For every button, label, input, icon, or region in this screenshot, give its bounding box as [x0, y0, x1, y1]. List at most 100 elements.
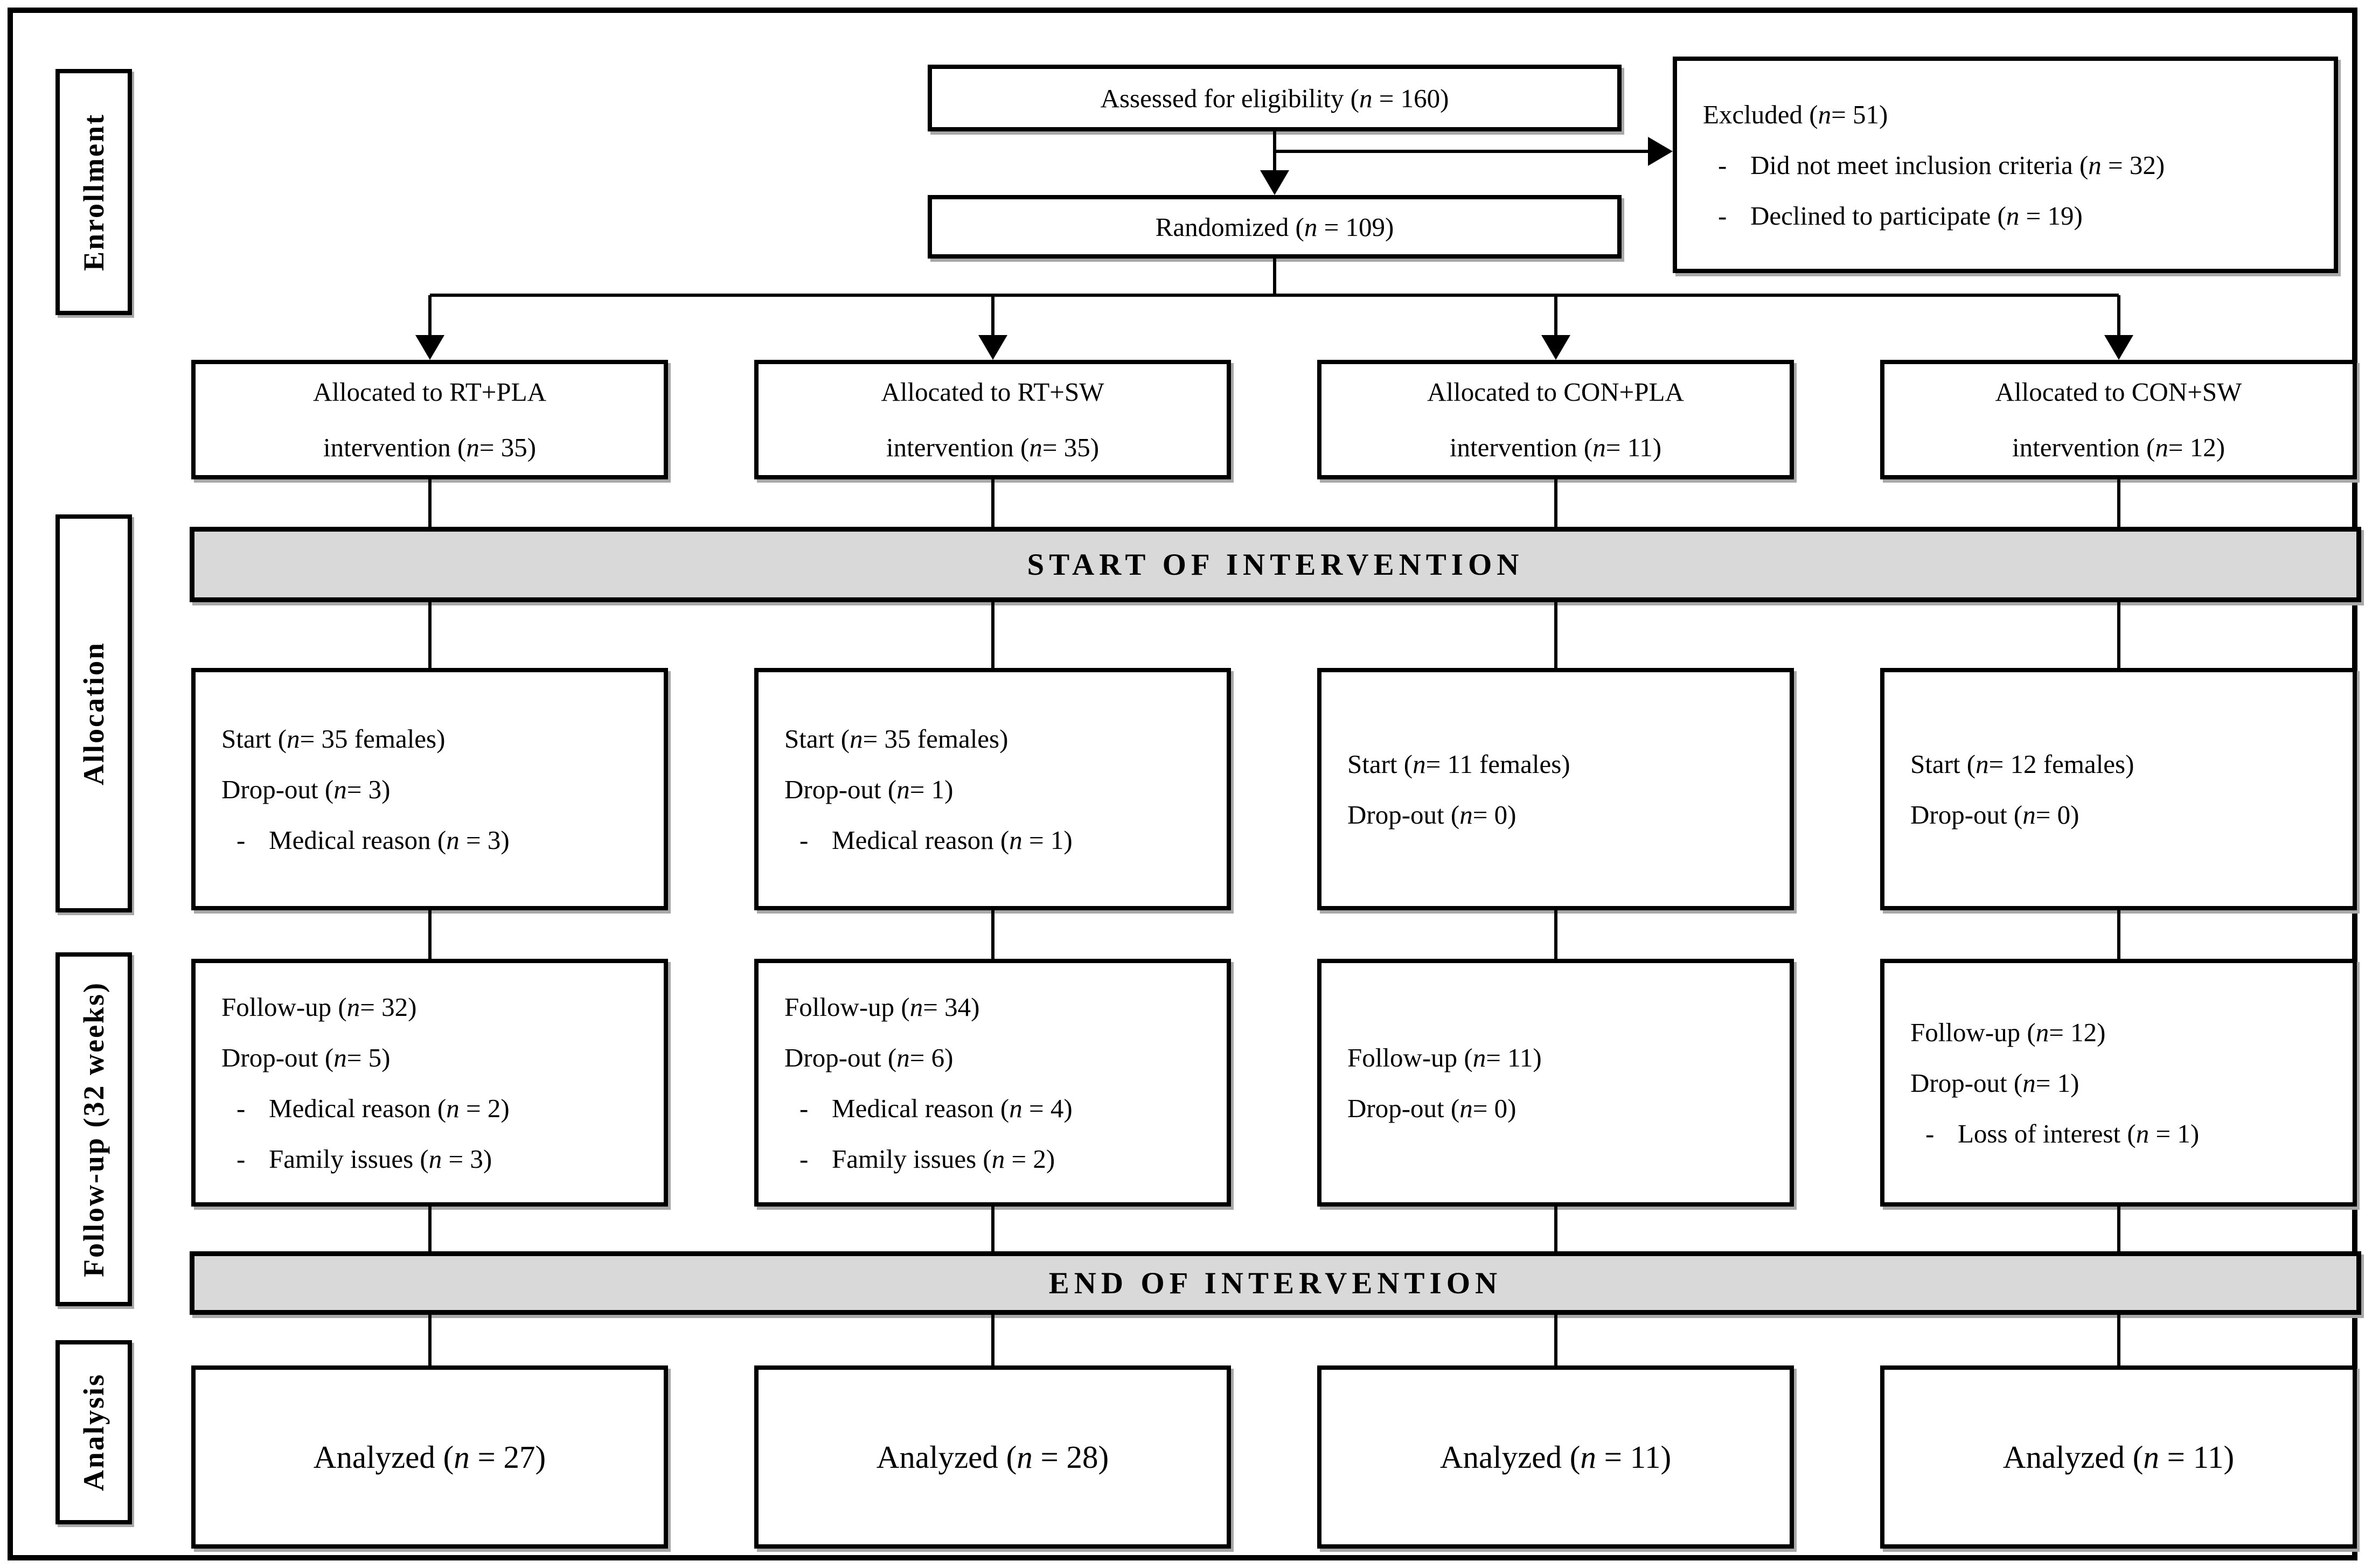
followup-lines: Follow-up (n = 32) Drop-out (n = 5) -Medic… [196, 963, 664, 1202]
connector-line [991, 479, 994, 527]
randomized-box: Randomized (n = 109) [928, 195, 1622, 259]
text-line: Drop-out (n = 6) [784, 1042, 954, 1072]
connector-line [2117, 479, 2120, 527]
allocated-box-col2: Allocated to RT+SW intervention (n = 35) [754, 360, 1231, 479]
connector-line [2117, 910, 2120, 959]
connector-line [1554, 1207, 1557, 1251]
text-line: Follow-up (n = 34) [784, 992, 980, 1022]
text-line: Drop-out (n = 0) [1347, 799, 1517, 830]
bullet-dash: - [236, 1144, 246, 1174]
bullet-dash: - [1718, 150, 1727, 180]
followup-lines: Follow-up (n = 12)Drop-out (n = 1)-Loss … [1884, 963, 2353, 1202]
analyzed-box-col3: Analyzed (n = 11) [1317, 1365, 1794, 1549]
allocated-lines: Allocated to RT+SW intervention (n = 35) [759, 364, 1227, 475]
text-line: -Declined to participate (n = 19) [1718, 200, 2083, 231]
text-line: -Medical reason (n = 4) [799, 1093, 1073, 1123]
arrowhead-down-icon [2104, 335, 2133, 360]
bullet-dash: - [236, 825, 246, 855]
text-line: Start (n = 12 females) [1910, 749, 2134, 779]
text-line: Drop-out (n = 5) [221, 1042, 391, 1072]
analyzed-text: Analyzed (n = 11) [2002, 1439, 2235, 1475]
stage-label-allocation: Allocation [55, 514, 132, 912]
connector-line [991, 1207, 994, 1251]
randomized-text: Randomized (n = 109) [1155, 212, 1394, 242]
start-box-col3: Start (n = 11 females) Drop-out (n = 0) [1317, 668, 1794, 910]
connector-line [428, 1315, 432, 1365]
text-line: Allocated to RT+SW [881, 377, 1104, 407]
text-line: Drop-out (n = 3) [221, 774, 391, 804]
start-lines: Start (n = 35 females) Drop-out (n = 1) -M… [759, 672, 1227, 906]
connector-line [2117, 602, 2120, 668]
connector-line [1554, 1315, 1557, 1365]
arrowhead-right-icon [1648, 137, 1673, 166]
text-line: Follow-up (n = 12) [1910, 1017, 2106, 1047]
connector-line [1275, 150, 1648, 153]
text-line: Start (n = 35 females) [221, 723, 446, 754]
connector-line [1554, 295, 1557, 336]
bullet-dash: - [1925, 1118, 1935, 1148]
analyzed-box-col2: Analyzed (n = 28) [754, 1365, 1231, 1549]
bullet-dash: - [799, 1144, 809, 1174]
start-of-intervention-bar: START OF INTERVENTION [190, 527, 2361, 602]
connector-line [1554, 479, 1557, 527]
connector-line [1554, 910, 1557, 959]
start-of-intervention-text: START OF INTERVENTION [1027, 547, 1524, 582]
followup-box-col4: Follow-up (n = 12)Drop-out (n = 1)-Loss … [1880, 959, 2357, 1207]
start-box-col1: Start (n = 35 females) Drop-out (n = 3) -M… [191, 668, 668, 910]
connector-line [1273, 259, 1276, 297]
start-lines: Start (n = 35 females) Drop-out (n = 3) -M… [196, 672, 664, 906]
connector-line [991, 602, 994, 668]
stage-label-allocation-text: Allocation [78, 642, 110, 785]
text-line: Start (n = 11 females) [1347, 749, 1570, 779]
text-line: Drop-out (n = 0) [1347, 1093, 1517, 1123]
text-line: Allocated to RT+PLA [313, 377, 546, 407]
stage-label-followup: Follow-up (32 weeks) [55, 952, 132, 1306]
end-of-intervention-bar: END OF INTERVENTION [190, 1251, 2361, 1315]
text-line: Drop-out (n = 0) [1910, 799, 2079, 830]
arrowhead-down-icon [1541, 335, 1570, 360]
arrowhead-down-icon [978, 335, 1007, 360]
analyzed-box-col1: Analyzed (n = 27) [191, 1365, 668, 1549]
start-lines: Start (n = 11 females) Drop-out (n = 0) [1321, 672, 1790, 906]
text-line: Drop-out (n = 1) [1910, 1068, 2079, 1098]
analyzed-text: Analyzed (n = 28) [876, 1439, 1109, 1475]
text-line: -Medical reason (n = 1) [799, 825, 1073, 855]
end-of-intervention-text: END OF INTERVENTION [1048, 1266, 1503, 1300]
stage-label-analysis: Analysis [55, 1340, 132, 1524]
text-line: Drop-out (n = 1) [784, 774, 954, 804]
analyzed-text: Analyzed (n = 27) [313, 1439, 546, 1475]
stage-label-analysis-text: Analysis [78, 1373, 110, 1492]
text-line: Follow-up (n = 32) [221, 992, 417, 1022]
text-line: -Medical reason (n = 2) [236, 1093, 510, 1123]
analyzed-text: Analyzed (n = 11) [1439, 1439, 1672, 1475]
connector-line [991, 910, 994, 959]
text-line: -Did not meet inclusion criteria (n = 32… [1718, 150, 2165, 180]
text-line: intervention (n = 35) [886, 433, 1100, 462]
connector-line [2117, 1207, 2120, 1251]
connector-line [991, 295, 994, 336]
followup-lines: Follow-up (n = 11) Drop-out (n = 0) [1321, 963, 1790, 1202]
text-line: Follow-up (n = 11) [1347, 1042, 1542, 1072]
bullet-dash: - [799, 1093, 809, 1123]
excluded-lines: Excluded (n = 51)-Did not meet inclusion… [1677, 61, 2334, 269]
text-line: Allocated to CON+SW [1995, 377, 2242, 407]
text-line: -Medical reason (n = 3) [236, 825, 510, 855]
start-box-col2: Start (n = 35 females) Drop-out (n = 1) -M… [754, 668, 1231, 910]
stage-label-enrollment-text: Enrollment [78, 113, 110, 271]
arrowhead-down-icon [415, 335, 444, 360]
assessed-box: Assessed for eligibility (n = 160) [928, 65, 1622, 131]
connector-line [428, 602, 432, 668]
start-lines: Start (n = 12 females) Drop-out (n = 0) [1884, 672, 2353, 906]
stage-label-enrollment: Enrollment [55, 69, 132, 315]
bullet-dash: - [236, 1093, 246, 1123]
analyzed-box-col4: Analyzed (n = 11) [1880, 1365, 2357, 1549]
text-line: Start (n = 35 females) [784, 723, 1008, 754]
text-line: -Family issues (n = 3) [236, 1144, 492, 1174]
